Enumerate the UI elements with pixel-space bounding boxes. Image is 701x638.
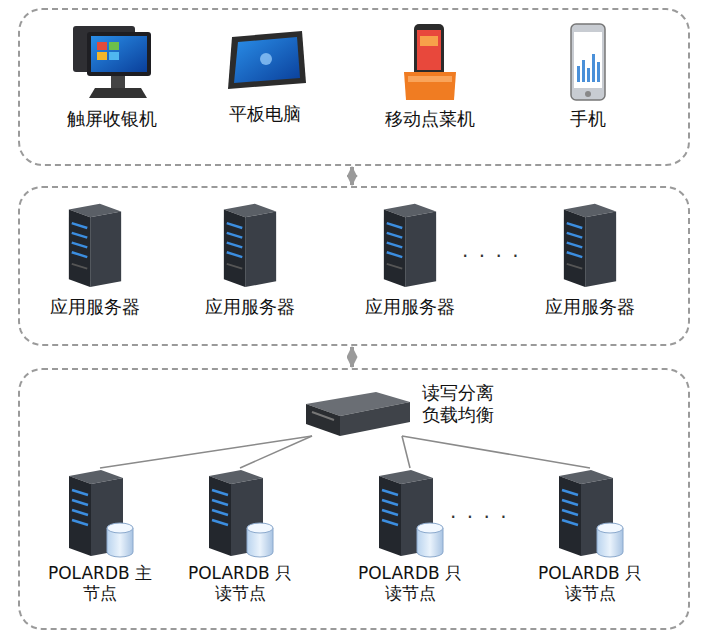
app-server: 应用服务器 <box>345 198 475 318</box>
network-link <box>402 436 590 468</box>
app-server: 应用服务器 <box>30 198 160 318</box>
tier-arrow <box>350 167 354 185</box>
database-node: POLARDB 只读节点 <box>345 466 475 604</box>
node-label: POLARDB 只读节点 <box>531 563 650 604</box>
client-device-icon <box>400 22 460 102</box>
client-device: 触屏收银机 <box>42 22 182 130</box>
app-server: 应用服务器 <box>185 198 315 318</box>
node-label: 手机 <box>570 108 606 130</box>
client-device: 手机 <box>528 22 648 130</box>
database-node-icon <box>203 466 278 561</box>
node-label: POLARDB 只读节点 <box>351 563 470 604</box>
app-server-icon <box>555 198 625 290</box>
load-balancer-icon <box>298 386 416 442</box>
node-label: POLARDB 主节点 <box>41 563 160 604</box>
database-node: POLARDB 只读节点 <box>525 466 655 604</box>
app-server-icon <box>60 198 130 290</box>
network-link <box>240 436 312 468</box>
tier-arrow <box>350 347 354 367</box>
database-node-icon <box>373 466 448 561</box>
tier-band: 应用服务器 应用服务器 应用服务器 应用服务器 <box>18 186 690 346</box>
node-label: 平板电脑 <box>229 103 301 125</box>
client-device-icon <box>67 22 157 102</box>
ellipsis-dots: · · · · <box>450 505 509 529</box>
database-node-icon <box>63 466 138 561</box>
client-device-icon <box>568 22 608 102</box>
node-label: 触屏收银机 <box>67 108 157 130</box>
node-label: POLARDB 只读节点 <box>181 563 300 604</box>
node-label: 应用服务器 <box>205 296 295 318</box>
tier-band: 触屏收银机 平板电脑 移动点菜机 手机 <box>18 8 690 166</box>
node-label: 应用服务器 <box>50 296 140 318</box>
app-server-icon <box>215 198 285 290</box>
tier-band: 读写分离 负载均衡 POLARDB 主节点 POLARDB 只读节点 POLARDB … <box>18 368 690 630</box>
database-node: POLARDB 只读节点 <box>175 466 305 604</box>
load-balancer: 读写分离 负载均衡 <box>298 386 416 442</box>
node-label: 移动点菜机 <box>385 108 475 130</box>
balancer-label: 读写分离 负载均衡 <box>422 382 499 425</box>
node-label: 应用服务器 <box>545 296 635 318</box>
network-link <box>402 436 410 468</box>
network-link <box>100 436 312 468</box>
database-node: POLARDB 主节点 <box>35 466 165 604</box>
client-device: 移动点菜机 <box>360 22 500 130</box>
app-server: 应用服务器 <box>525 198 655 318</box>
ellipsis-dots: · · · · <box>462 244 521 268</box>
client-device: 平板电脑 <box>200 27 330 125</box>
database-node-icon <box>553 466 628 561</box>
node-label: 应用服务器 <box>365 296 455 318</box>
app-server-icon <box>375 198 445 290</box>
client-device-icon <box>220 27 310 97</box>
